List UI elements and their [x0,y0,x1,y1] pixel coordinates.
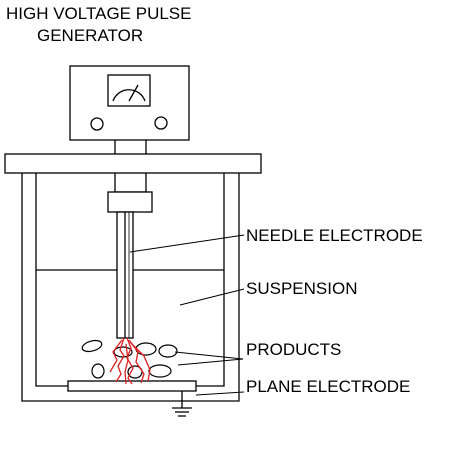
leader-needle [129,234,245,253]
discharge-streamers [109,337,151,385]
ground-icon [172,391,192,417]
label-products: PRODUCTS [246,340,341,359]
particle [81,339,103,353]
leader-products-2 [177,358,244,366]
leader-products-1 [174,351,244,360]
particle [148,364,172,378]
knob-right [154,116,168,130]
label-needle-electrode: NEEDLE ELECTRODE [246,226,423,245]
plane-electrode [67,380,197,392]
voltmeter-icon [107,74,151,107]
particle [158,344,178,358]
pulse-generator [69,65,190,141]
needle-electrode [116,211,134,339]
title-line-2: GENERATOR [37,26,143,45]
leader-lines [129,234,245,396]
knob-left [90,117,104,131]
label-plane-electrode: PLANE ELECTRODE [246,377,410,396]
leader-suspension [179,288,245,306]
needle-holder [107,191,153,213]
leader-plane [195,391,245,396]
particle [91,363,105,379]
vessel-lid [4,153,262,174]
label-suspension: SUSPENSION [246,279,357,298]
particle [135,342,157,356]
title-line-1: HIGH VOLTAGE PULSE [6,4,191,23]
